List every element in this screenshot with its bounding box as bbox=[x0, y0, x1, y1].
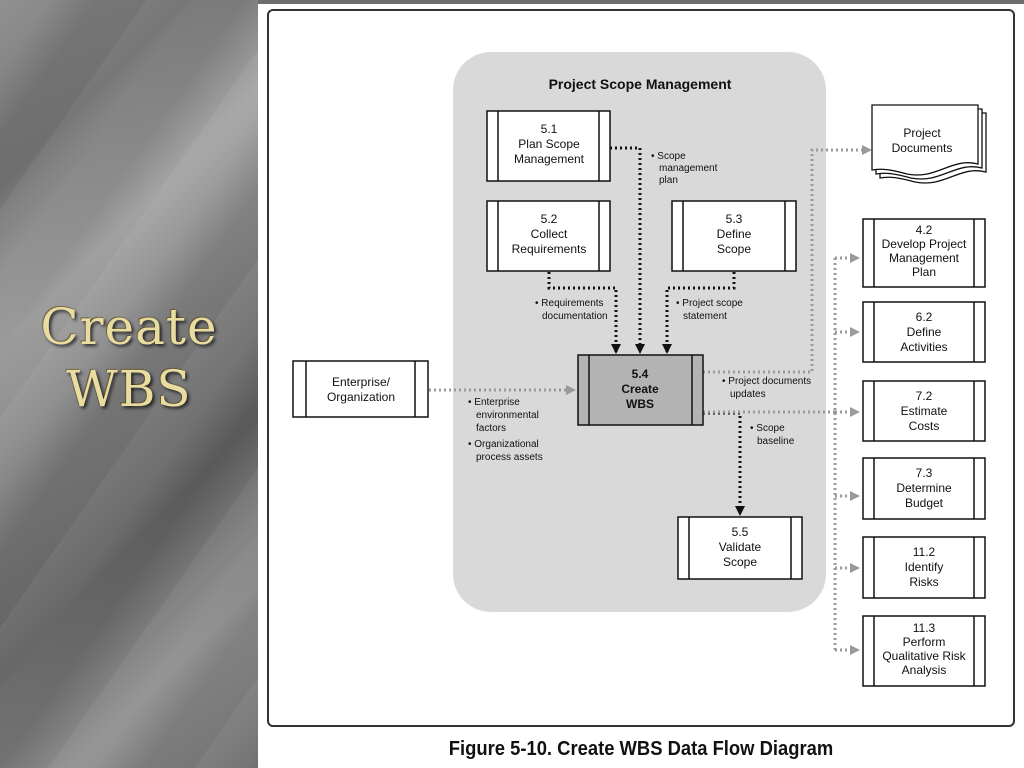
node-label-line: 11.3 bbox=[913, 621, 936, 635]
node-label-line: Develop Project bbox=[882, 237, 967, 251]
node-label-line: Enterprise/ bbox=[332, 375, 391, 389]
node-label-line: Analysis bbox=[902, 663, 947, 677]
arrow-define-to-wbs bbox=[662, 272, 736, 354]
flow-label-line: • Project scope bbox=[676, 298, 743, 309]
node-label-line: 11.2 bbox=[913, 545, 936, 559]
node-label-line: Scope bbox=[717, 242, 751, 256]
node-label-line: Perform bbox=[903, 635, 946, 649]
node-label-line: WBS bbox=[626, 397, 654, 411]
top-bar bbox=[258, 0, 1024, 4]
node-label-line: 7.2 bbox=[916, 389, 933, 403]
process-4-2-develop-pmp: 4.2 Develop Project Management Plan bbox=[862, 218, 986, 288]
node-label-line: 5.4 bbox=[632, 367, 649, 381]
node-label-line: Risks bbox=[909, 575, 938, 589]
node-label-line: Qualitative Risk bbox=[882, 649, 966, 663]
node-label-line: Requirements bbox=[512, 242, 587, 256]
node-label-line: Create bbox=[621, 382, 659, 396]
label-enterprise-factors: • Enterprise environmental factors bbox=[468, 397, 539, 434]
background-streaks bbox=[0, 0, 258, 768]
flow-label-line: • Organizational bbox=[468, 439, 539, 450]
flow-label-line: updates bbox=[730, 389, 766, 400]
node-label-line: Collect bbox=[531, 227, 568, 241]
process-5-2-collect-requirements: 5.2 Collect Requirements bbox=[486, 200, 611, 272]
process-7-3-determine-budget: 7.3 Determine Budget bbox=[862, 457, 986, 520]
slide-title-line-2: WBS bbox=[66, 360, 192, 418]
enterprise-organization-box: Enterprise/ Organization bbox=[292, 360, 429, 418]
flow-label-line: statement bbox=[683, 311, 727, 322]
flow-label-line: process assets bbox=[476, 452, 543, 463]
node-label-line: Budget bbox=[905, 496, 944, 510]
flow-label-line: factors bbox=[476, 423, 506, 434]
node-label-line: Documents bbox=[892, 141, 953, 155]
process-11-3-qualitative-risk: 11.3 Perform Qualitative Risk Analysis bbox=[862, 615, 986, 687]
node-label-line: Validate bbox=[719, 540, 762, 554]
process-5-3-define-scope: 5.3 Define Scope bbox=[671, 200, 797, 272]
node-label-line: Management bbox=[514, 152, 585, 166]
node-label-line: Plan bbox=[912, 265, 936, 279]
node-label-line: 6.2 bbox=[916, 310, 933, 324]
node-label-line: Activities bbox=[900, 340, 947, 354]
flow-label-line: plan bbox=[659, 175, 678, 186]
node-label-line: 5.5 bbox=[732, 525, 749, 539]
flow-label-line: • Scope bbox=[651, 151, 686, 162]
scope-management-group bbox=[453, 52, 826, 612]
label-project-scope-statement: • Project scope statement bbox=[676, 298, 743, 322]
slide-title-line-1: Create bbox=[40, 298, 218, 356]
label-scope-baseline: • Scope baseline bbox=[750, 423, 795, 447]
flow-label-line: baseline bbox=[757, 436, 795, 447]
arrow-plan-to-wbs bbox=[610, 146, 645, 354]
node-label-line: Costs bbox=[909, 419, 940, 433]
node-label-line: Define bbox=[717, 227, 752, 241]
figure-caption: Figure 5-10. Create WBS Data Flow Diagra… bbox=[448, 738, 834, 760]
group-title: Project Scope Management bbox=[549, 76, 732, 92]
flow-label-line: • Requirements bbox=[535, 298, 604, 309]
node-label-line: Identify bbox=[905, 560, 944, 574]
node-label-line: 5.3 bbox=[726, 212, 743, 226]
process-5-5-validate-scope: 5.5 Validate Scope bbox=[677, 516, 803, 580]
node-label-line: Scope bbox=[723, 555, 757, 569]
process-5-1-plan-scope: 5.1 Plan Scope Management bbox=[486, 110, 611, 182]
label-process-assets: • Organizational process assets bbox=[468, 439, 543, 463]
node-label-line: Management bbox=[889, 251, 960, 265]
node-label-line: 5.2 bbox=[541, 212, 558, 226]
node-label-line: 4.2 bbox=[916, 223, 933, 237]
process-5-4-create-wbs: 5.4 Create WBS bbox=[577, 354, 704, 426]
flow-label-line: • Project documents bbox=[722, 376, 811, 387]
process-11-2-identify-risks: 11.2 Identify Risks bbox=[862, 536, 986, 599]
gray-connectors bbox=[429, 145, 872, 655]
arrow-collect-to-wbs bbox=[547, 272, 621, 354]
node-label-line: 5.1 bbox=[541, 122, 558, 136]
node-label-line: 7.3 bbox=[916, 466, 933, 480]
flow-label-line: environmental bbox=[476, 410, 539, 421]
arrow-wbs-to-documents bbox=[703, 145, 872, 374]
flow-label-line: documentation bbox=[542, 311, 608, 322]
node-label-line: Organization bbox=[327, 390, 395, 404]
label-scope-management-plan: • Scope management plan bbox=[651, 151, 718, 186]
node-label-line: Estimate bbox=[901, 404, 948, 418]
node-label-line: Define bbox=[907, 325, 942, 339]
flow-label-line: • Enterprise bbox=[468, 397, 520, 408]
flow-label-line: management bbox=[659, 163, 718, 174]
label-requirements-documentation: • Requirements documentation bbox=[535, 298, 608, 322]
flow-label-line: • Scope bbox=[750, 423, 785, 434]
process-7-2-estimate-costs: 7.2 Estimate Costs bbox=[862, 380, 986, 442]
process-6-2-define-activities: 6.2 Define Activities bbox=[862, 301, 986, 363]
node-label-line: Project bbox=[903, 126, 941, 140]
project-documents-stack: Project Documents bbox=[871, 104, 987, 184]
node-label-line: Determine bbox=[896, 481, 952, 495]
label-project-documents-updates: • Project documents updates bbox=[722, 376, 811, 400]
node-label-line: Plan Scope bbox=[518, 137, 580, 151]
slide-background bbox=[0, 0, 258, 768]
